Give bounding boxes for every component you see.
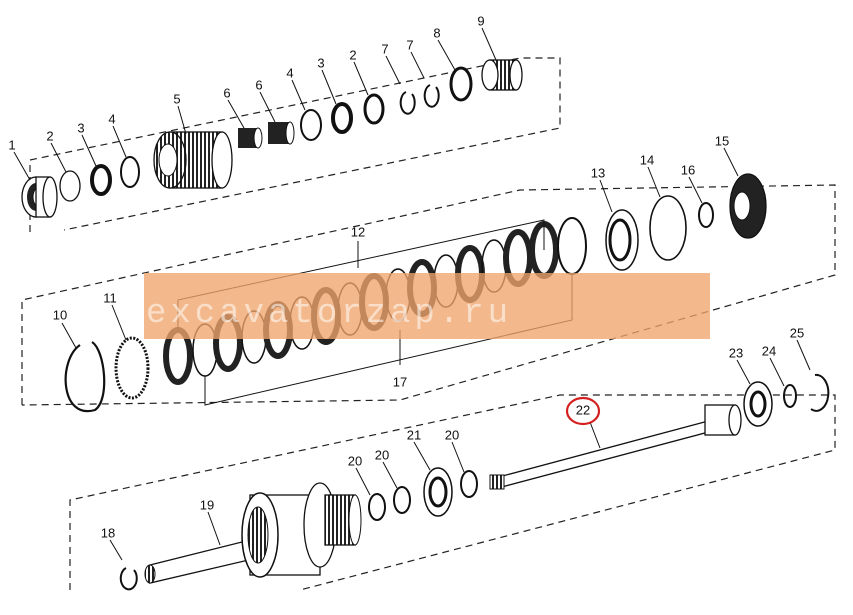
part-18-snap-ring xyxy=(119,567,138,591)
part-11-toothed-ring xyxy=(114,336,150,400)
label-4-b: 4 xyxy=(286,65,293,80)
part-8-ring xyxy=(449,66,473,102)
label-20-a: 20 xyxy=(348,453,362,468)
label-24: 24 xyxy=(762,343,776,358)
assembly-boundaries xyxy=(21,57,836,591)
top-row-parts xyxy=(21,59,523,218)
label-2-b: 2 xyxy=(349,47,356,62)
leader-lines xyxy=(13,27,811,561)
label-17: 17 xyxy=(393,374,407,389)
label-16: 16 xyxy=(681,162,695,177)
label-3-b: 3 xyxy=(317,55,324,70)
part-9-coupling xyxy=(481,59,523,91)
part-3-ring xyxy=(90,164,112,196)
label-11: 11 xyxy=(103,290,117,305)
label-7-a: 7 xyxy=(381,41,388,56)
part-13-piston xyxy=(605,209,639,271)
part-2-ring-b xyxy=(363,93,385,125)
part-7-snap-ring-a xyxy=(399,91,416,115)
label-4: 4 xyxy=(108,111,115,126)
label-23: 23 xyxy=(729,345,743,360)
label-14: 14 xyxy=(640,152,654,167)
part-number-labels: 1 2 3 4 5 6 6 4 3 2 7 7 8 9 10 11 12 13 … xyxy=(8,13,804,540)
part-20-ring-c xyxy=(460,470,478,498)
label-6-b: 6 xyxy=(255,77,262,92)
label-19: 19 xyxy=(200,497,214,512)
label-5: 5 xyxy=(173,91,180,106)
label-12: 12 xyxy=(351,224,365,239)
part-2-ring xyxy=(59,170,81,202)
part-20-ring-a xyxy=(368,493,386,521)
part-16-ring xyxy=(698,202,714,228)
part-3-ring-b xyxy=(331,102,353,134)
part-4-ring-b xyxy=(300,109,322,141)
highlight-callout-ring xyxy=(565,396,601,426)
label-2: 2 xyxy=(46,128,53,143)
label-15: 15 xyxy=(715,133,729,148)
label-8: 8 xyxy=(433,25,440,40)
watermark-band: excavatorzap.ru xyxy=(144,273,710,339)
part-25-snap-ring xyxy=(810,373,830,412)
part-7-snap-ring-b xyxy=(423,84,440,108)
label-10: 10 xyxy=(53,307,67,322)
label-20-b: 20 xyxy=(375,447,389,462)
label-3: 3 xyxy=(77,120,84,135)
part-24-ring xyxy=(783,384,797,408)
label-13: 13 xyxy=(591,165,605,180)
label-18: 18 xyxy=(101,525,115,540)
part-5-gear xyxy=(153,131,233,189)
part-22-shaft xyxy=(489,404,742,490)
bottom-row-parts xyxy=(119,373,830,591)
part-15-hub xyxy=(729,173,767,239)
part-14-seal-ring xyxy=(649,195,687,261)
part-21-bearing xyxy=(423,467,453,517)
part-23-bearing xyxy=(743,381,773,427)
label-22: 22 xyxy=(576,402,590,417)
label-9: 9 xyxy=(477,13,484,28)
part-20-ring-b xyxy=(393,486,411,514)
part-10-snap-ring xyxy=(64,341,106,413)
part-1-bearing xyxy=(21,176,58,218)
watermark-text: excavatorzap.ru xyxy=(146,295,512,333)
part-19-shaft-drum xyxy=(144,482,362,584)
part-6-bearing-b xyxy=(268,121,295,145)
label-20-c: 20 xyxy=(445,427,459,442)
part-6-bearing-a xyxy=(238,127,263,149)
label-25: 25 xyxy=(790,325,804,340)
label-1: 1 xyxy=(8,137,15,152)
label-7-b: 7 xyxy=(406,37,413,52)
part-4-ring xyxy=(120,156,140,188)
label-21: 21 xyxy=(407,427,421,442)
label-6-a: 6 xyxy=(223,85,230,100)
